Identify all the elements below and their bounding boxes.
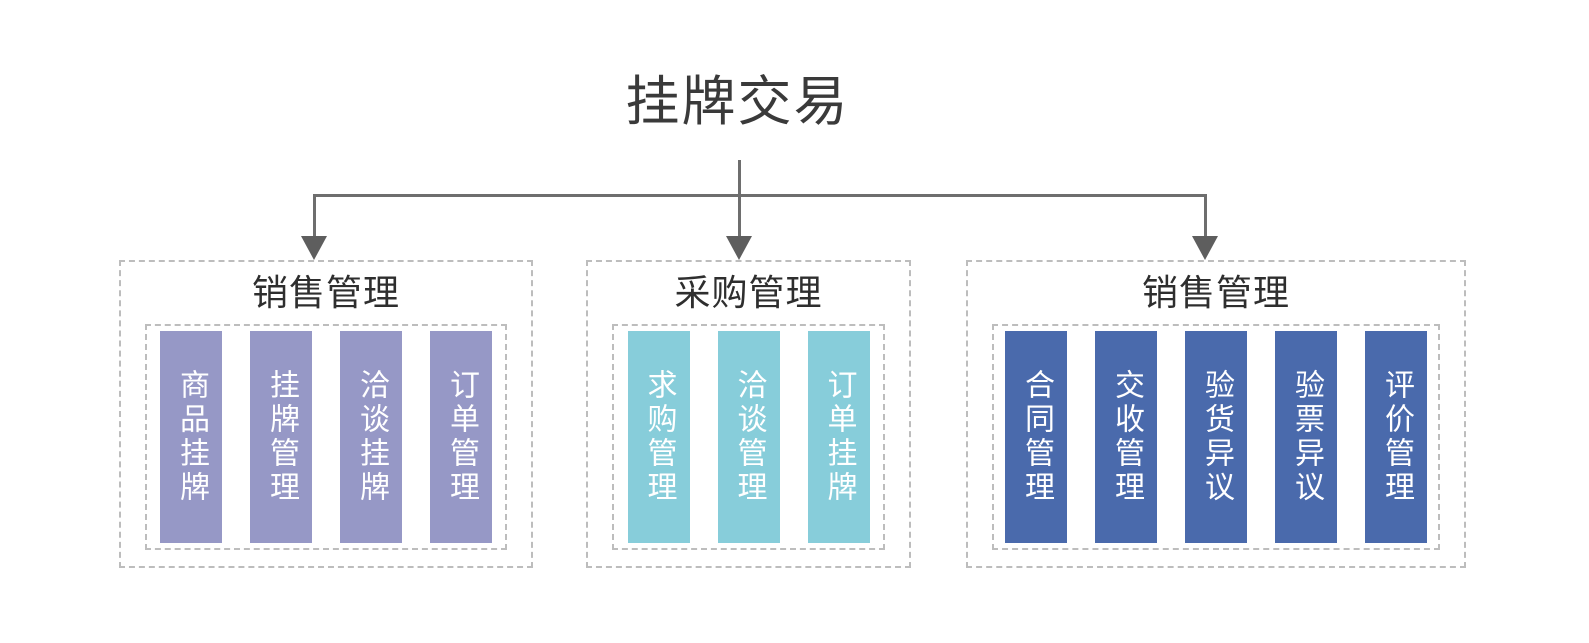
item-box[interactable]: 合同管理 <box>1005 331 1067 543</box>
item-label: 商品挂牌 <box>175 369 208 505</box>
item-label: 洽谈挂牌 <box>355 369 388 505</box>
group-purchase-management: 采购管理 求购管理 洽谈管理 订单挂牌 <box>586 260 911 568</box>
group-items-container: 求购管理 洽谈管理 订单挂牌 <box>612 324 885 550</box>
arrow-down-icon-3 <box>1192 236 1218 260</box>
item-box[interactable]: 验货异议 <box>1185 331 1247 543</box>
group-items-container: 合同管理 交收管理 验货异议 验票异议 评价管理 <box>992 324 1440 550</box>
connector-drop-1 <box>313 194 316 239</box>
item-box[interactable]: 评价管理 <box>1365 331 1427 543</box>
item-box[interactable]: 交收管理 <box>1095 331 1157 543</box>
arrow-down-icon-2 <box>726 236 752 260</box>
item-box[interactable]: 商品挂牌 <box>160 331 222 543</box>
item-box[interactable]: 洽谈管理 <box>717 331 780 543</box>
connector-stem-top <box>738 160 741 196</box>
item-box[interactable]: 验票异议 <box>1275 331 1337 543</box>
item-box[interactable]: 求购管理 <box>627 331 690 543</box>
item-label: 验票异议 <box>1290 369 1323 505</box>
item-box[interactable]: 订单管理 <box>430 331 492 543</box>
group-title: 采购管理 <box>674 272 823 313</box>
group-items-container: 商品挂牌 挂牌管理 洽谈挂牌 订单管理 <box>145 324 507 550</box>
item-label: 洽谈管理 <box>732 369 766 505</box>
item-label: 求购管理 <box>642 369 676 505</box>
connector-drop-2 <box>738 194 741 239</box>
item-label: 挂牌管理 <box>265 369 298 505</box>
item-label: 交收管理 <box>1110 369 1143 505</box>
item-label: 验货异议 <box>1200 369 1233 505</box>
item-label: 订单管理 <box>445 369 478 505</box>
group-title: 销售管理 <box>251 272 400 313</box>
item-label: 评价管理 <box>1380 369 1413 505</box>
group-sales-management-left: 销售管理 商品挂牌 挂牌管理 洽谈挂牌 订单管理 <box>119 260 533 568</box>
item-box[interactable]: 洽谈挂牌 <box>340 331 402 543</box>
group-sales-management-right: 销售管理 合同管理 交收管理 验货异议 验票异议 评价管理 <box>966 260 1466 568</box>
group-title: 销售管理 <box>1141 272 1290 313</box>
item-label: 合同管理 <box>1020 369 1053 505</box>
connector-drop-3 <box>1204 194 1207 239</box>
connector-horizontal-bar <box>313 194 1207 197</box>
item-box[interactable]: 挂牌管理 <box>250 331 312 543</box>
item-label: 订单挂牌 <box>822 369 856 505</box>
root-title: 挂牌交易 <box>625 72 850 132</box>
arrow-down-icon-1 <box>301 236 327 260</box>
item-box[interactable]: 订单挂牌 <box>807 331 870 543</box>
